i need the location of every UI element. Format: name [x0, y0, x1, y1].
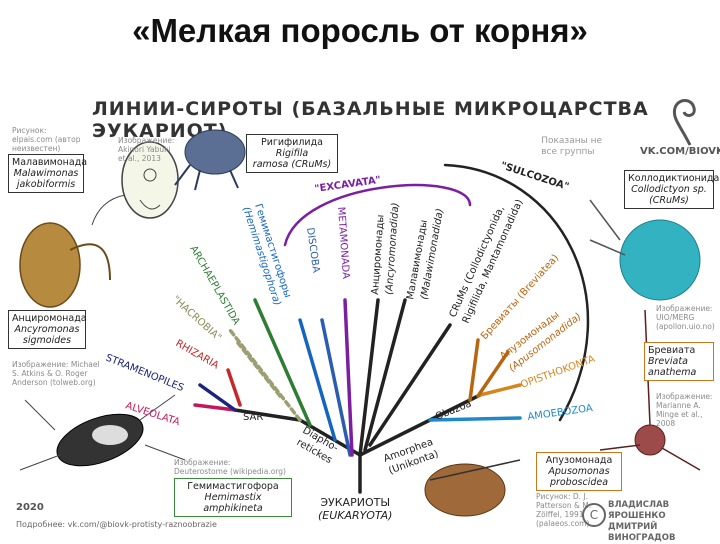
- discoba-branch: [320, 318, 352, 457]
- year-label: 2020: [16, 502, 44, 513]
- hemimastix-illustration: [19, 394, 186, 471]
- credit-patterson: Рисунок: D. J.Patterson & M.Zölffel, 199…: [536, 492, 592, 528]
- box-title: Апузомонада: [545, 455, 613, 466]
- copyright-icon: С: [582, 503, 606, 527]
- credit-uio: Изображение:UIO/MERG(apollon.uio.no): [656, 304, 715, 331]
- box-title: Малавимонада: [12, 157, 88, 168]
- clade-label-discoba: DISCOBA: [304, 227, 321, 274]
- breviata-box: Бревиата Breviata anathema: [644, 342, 714, 381]
- sar-branch: [233, 408, 302, 422]
- box-title: Коллодиктионида: [628, 173, 720, 184]
- box-latin: Rigifila: [275, 148, 309, 159]
- apusomonadida-branch: [476, 350, 510, 398]
- box-latin: ramosa (CRuMs): [252, 159, 332, 170]
- ancyromonas-illustration: [19, 222, 111, 308]
- root-label: ЭУКАРИОТЫ (EUKARYOTA): [318, 496, 393, 522]
- crums-branch: [368, 323, 452, 447]
- box-latin: (CRuMs): [649, 195, 689, 206]
- box-title: Бревиата: [648, 345, 696, 356]
- opisthokonta-branch: [478, 383, 522, 397]
- archaeplastida-branch: [253, 298, 312, 427]
- excavata-arc: [283, 183, 472, 247]
- clade-label-stramenopiles: STRAMENOPILES: [104, 353, 185, 394]
- collodictyon-box: Коллодиктионида Collodictyon sp. (CRuMs): [624, 170, 720, 209]
- clade-label-ancyro-lat: (Ancyromonadida): [384, 202, 401, 295]
- sulcozoa-arc: [443, 163, 590, 422]
- box-title: Анциромонада: [12, 313, 87, 324]
- clade-label-sar: SAR: [243, 412, 263, 423]
- slide-title: «Мелкая поросль от корня»: [132, 12, 588, 49]
- hemimastix-box: Гемимастигофора Hemimastix amphikineta: [174, 478, 292, 517]
- box-latin: Ancyromonas: [14, 324, 80, 335]
- clade-label-rhizaria: RHIZARIA: [174, 338, 221, 372]
- credit-deuterostome: Изображение:Deuterostome (wikipedia.org): [174, 458, 286, 476]
- credit-minge: Изображение:Marianne A.Minge et al.,2008: [656, 392, 713, 428]
- box-title: Гемимастигофора: [187, 481, 279, 492]
- amoebozoa-branch: [428, 416, 522, 422]
- apusomonas-illustration: [424, 459, 521, 517]
- amorphea-branch: [358, 418, 432, 457]
- clade-label-excavata: "EXCAVATA": [314, 175, 382, 195]
- box-latin: Apusomonas: [548, 466, 610, 477]
- metamonada-branch: [343, 298, 354, 457]
- spiral-logo-icon: [672, 99, 696, 146]
- collodictyon-illustration: [589, 199, 701, 301]
- box-latin: Breviata: [648, 356, 688, 367]
- clade-label-hacrobia: "HACROBIA": [170, 294, 223, 344]
- poster-title: ЛИНИИ-СИРОТЫ (БАЗАЛЬНЫЕ МИКРОЦАРСТВА ЭУК…: [92, 98, 649, 142]
- malawimonadida-branch: [363, 298, 407, 452]
- clade-label-metamonada: METAMONADA: [335, 206, 351, 279]
- breviata-branch: [468, 338, 480, 402]
- shown-note: Показаны не все группы: [541, 136, 602, 157]
- apusomonas-box: Апузомонада Apusomonas proboscidea: [536, 452, 622, 491]
- ancyromonas-box: Анциромонада Ancyromonas sigmoides: [8, 310, 87, 349]
- rhizaria-branch: [226, 368, 242, 407]
- more-link[interactable]: Подробнее: vk.com/@biovk-protisty-raznoo…: [16, 520, 217, 529]
- box-latin: jakobiformis: [16, 179, 76, 190]
- box-title: Ригифилида: [260, 137, 323, 148]
- rigifila-illustration: [174, 129, 246, 191]
- alveolata-branch: [193, 403, 237, 412]
- hacrobia-branch-2: [236, 341, 282, 398]
- clade-label-sulcozoa: "SULCOZOA": [499, 160, 570, 192]
- breviata-illustration: [599, 309, 701, 471]
- authors: ВЛАДИСЛАВ ЯРОШЕНКО ДМИТРИЙ ВИНОГРАДОВ: [608, 500, 676, 543]
- box-latin: proboscidea: [549, 477, 609, 488]
- malawimonas-box: Малавимонада Malawimonas jakobiformis: [8, 154, 88, 193]
- box-latin: Malawimonas: [13, 168, 79, 179]
- stramenopiles-branch: [198, 383, 237, 412]
- box-latin: Collodictyon sp.: [631, 184, 707, 195]
- hemimastigophora-branch: [298, 318, 337, 442]
- ancyromonadida-branch: [358, 298, 380, 457]
- rigifila-box: Ригифилида Rigifila ramosa (CRuMs): [246, 134, 338, 173]
- box-latin: anathema: [648, 367, 697, 378]
- vk-link[interactable]: VK.COM/BIOVK: [640, 146, 720, 157]
- box-latin: sigmoides: [22, 335, 72, 346]
- box-latin: Hemimastix amphikineta: [203, 492, 263, 514]
